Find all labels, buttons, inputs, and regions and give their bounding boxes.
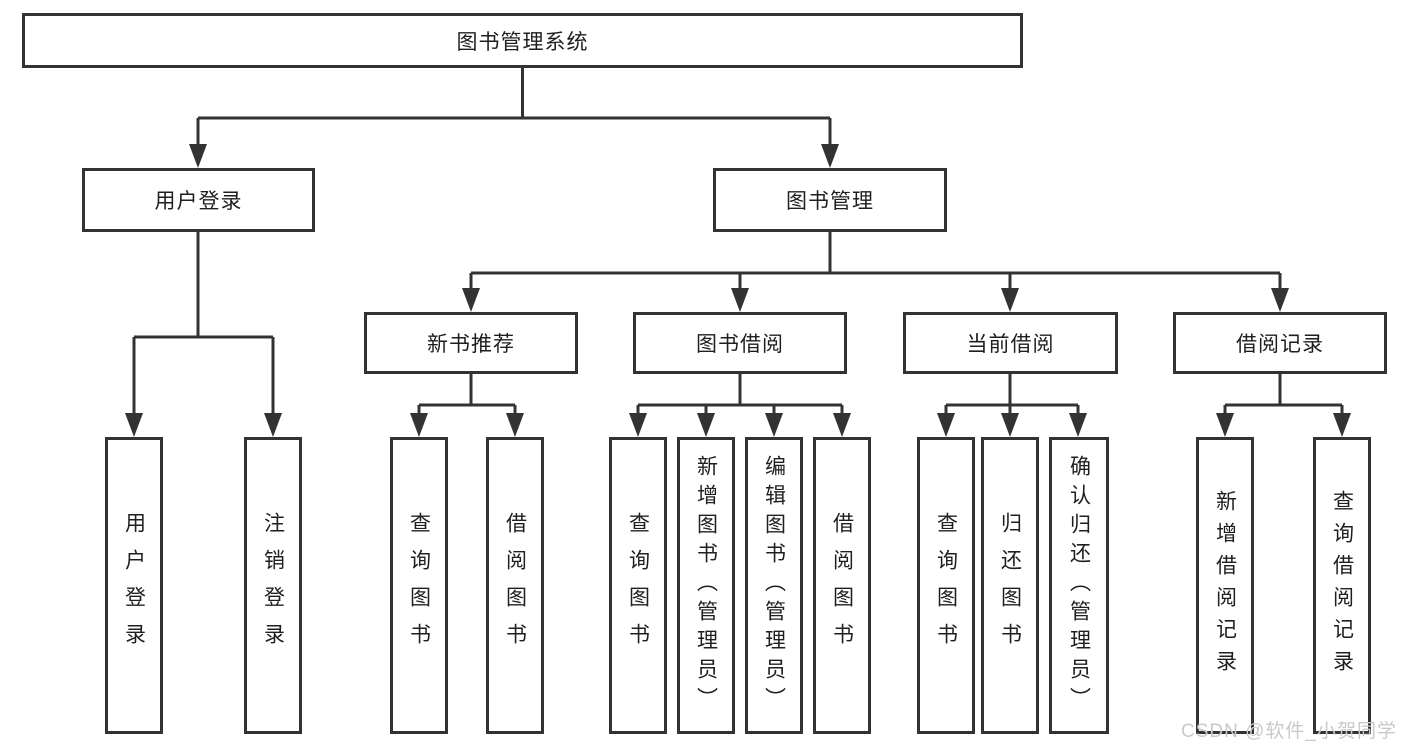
node-borrow-records: 借阅记录 — [1173, 312, 1387, 374]
connector-user-login — [132, 232, 275, 419]
arrowheads — [125, 144, 1351, 437]
connector-root — [196, 68, 832, 150]
leaf-add-book-admin: 新增图书（管理员） — [677, 437, 735, 734]
arrowhead-icon — [1271, 288, 1289, 312]
leaf-user-login: 用户登录 — [105, 437, 163, 734]
arrowhead-icon — [1001, 288, 1019, 312]
connector-current — [944, 374, 1080, 419]
arrowhead-icon — [833, 413, 851, 437]
arrowhead-icon — [264, 413, 282, 437]
node-book-borrow: 图书借阅 — [633, 312, 847, 374]
arrowhead-icon — [765, 413, 783, 437]
node-book-management: 图书管理 — [713, 168, 947, 232]
arrowhead-icon — [410, 413, 428, 437]
leaf-borrow-book: 借阅图书 — [813, 437, 871, 734]
leaf-edit-book-admin: 编辑图书（管理员） — [745, 437, 803, 734]
arrowhead-icon — [1333, 413, 1351, 437]
leaf-confirm-return-admin: 确认归还（管理员） — [1049, 437, 1109, 734]
connector-borrow — [636, 374, 844, 419]
connector-book-mgmt — [469, 232, 1282, 294]
leaf-query-borrow-record: 查询借阅记录 — [1313, 437, 1371, 734]
connector-new-rec — [417, 374, 517, 419]
arrowhead-icon — [629, 413, 647, 437]
arrowhead-icon — [1216, 413, 1234, 437]
leaf-return-book: 归还图书 — [981, 437, 1039, 734]
arrowhead-icon — [937, 413, 955, 437]
watermark: CSDN @软件_小贺同学 — [1181, 721, 1397, 742]
leaf-query-book-current: 查询图书 — [917, 437, 975, 734]
node-root: 图书管理系统 — [22, 13, 1023, 68]
arrowhead-icon — [697, 413, 715, 437]
leaf-add-borrow-record: 新增借阅记录 — [1196, 437, 1254, 734]
leaf-query-book-borrow: 查询图书 — [609, 437, 667, 734]
arrowhead-icon — [731, 288, 749, 312]
arrowhead-icon — [1001, 413, 1019, 437]
leaf-borrow-book-recommend: 借阅图书 — [486, 437, 544, 734]
leaf-logout: 注销登录 — [244, 437, 302, 734]
arrowhead-icon — [506, 413, 524, 437]
arrowhead-icon — [462, 288, 480, 312]
arrowhead-icon — [821, 144, 839, 168]
node-new-book-recommend: 新书推荐 — [364, 312, 578, 374]
node-user-login: 用户登录 — [82, 168, 315, 232]
arrowhead-icon — [1069, 413, 1087, 437]
node-current-borrow: 当前借阅 — [903, 312, 1118, 374]
arrowhead-icon — [189, 144, 207, 168]
arrowhead-icon — [125, 413, 143, 437]
leaf-query-book-recommend: 查询图书 — [390, 437, 448, 734]
connector-records — [1223, 374, 1344, 419]
